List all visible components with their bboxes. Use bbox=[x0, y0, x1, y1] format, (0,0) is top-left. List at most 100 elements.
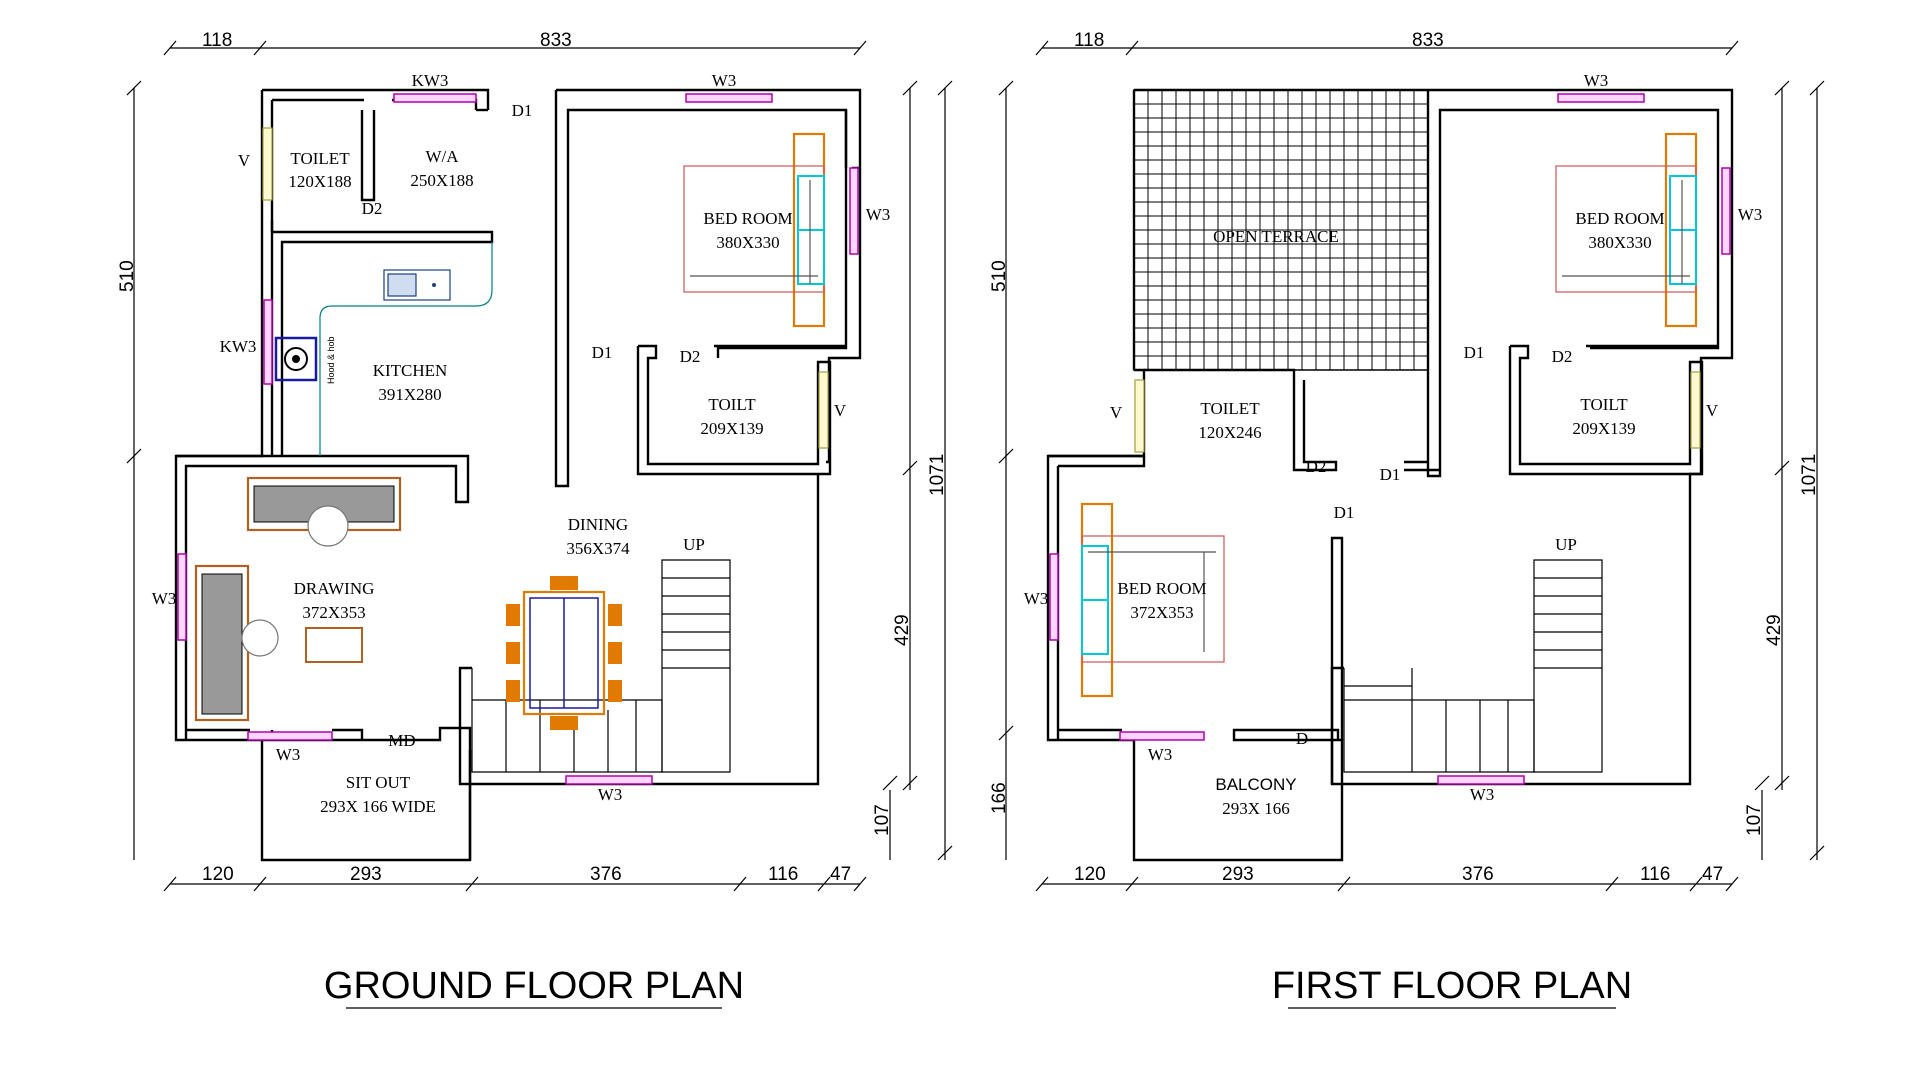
ff-room-bedroom-size: 380X330 bbox=[1588, 233, 1651, 252]
ff-tag-d1-terr: D1 bbox=[1380, 465, 1401, 484]
gf-hob-icon bbox=[274, 336, 318, 382]
gf-tag-d1-mid: D1 bbox=[592, 343, 613, 362]
gf-tag-up: UP bbox=[683, 535, 705, 554]
ff-window-w3-bottom-right bbox=[1437, 775, 1525, 785]
ff-tag-d-balcony: D bbox=[1296, 729, 1308, 748]
ff-tag-w3-left: W3 bbox=[1024, 589, 1049, 608]
ff-vent-right bbox=[1690, 371, 1701, 449]
gf-dim-bottom-376: 376 bbox=[590, 864, 622, 885]
ff-window-w3-left bbox=[1049, 553, 1059, 641]
gf-room-kitchen: KITCHEN bbox=[373, 361, 448, 380]
ff-tag-d2-right: D2 bbox=[1552, 347, 1573, 366]
gf-tag-hood: Hood & hob bbox=[326, 336, 336, 384]
gf-room-drawing: DRAWING bbox=[294, 579, 375, 598]
gf-room-bedroom: BED ROOM bbox=[703, 209, 792, 228]
ff-window-w3-top bbox=[1557, 93, 1645, 103]
ff-tag-d1-mid: D1 bbox=[1334, 503, 1355, 522]
gf-dim-right-429: 429 bbox=[892, 614, 913, 646]
gf-tag-w3-bottom-left: W3 bbox=[276, 745, 301, 764]
gf-sofa-icon bbox=[194, 476, 402, 722]
ff-tag-w3-top: W3 bbox=[1584, 71, 1609, 90]
gf-dim-bottom-293: 293 bbox=[350, 864, 382, 885]
ff-tag-w3-bottom-left: W3 bbox=[1148, 745, 1173, 764]
gf-vent-left bbox=[262, 127, 273, 201]
first-floor-plan: 118 833 120 293 376 116 47 510 166 1071 … bbox=[989, 30, 1825, 1009]
ff-room-bedroom: BED ROOM bbox=[1575, 209, 1664, 228]
ff-dim-right-107: 107 bbox=[1744, 804, 1765, 836]
gf-room-toilt-size: 209X139 bbox=[700, 419, 763, 438]
ff-vent-left bbox=[1134, 379, 1145, 453]
gf-tag-kw3-left: KW3 bbox=[220, 337, 257, 356]
gf-tag-v-right: V bbox=[834, 401, 847, 420]
ff-dim-bottom-47: 47 bbox=[1702, 864, 1723, 885]
ff-tag-w3-right: W3 bbox=[1738, 205, 1763, 224]
gf-room-bedroom-size: 380X330 bbox=[716, 233, 779, 252]
ff-room-balcony: BALCONY bbox=[1215, 775, 1296, 794]
ground-floor-plan: 118 833 120 293 376 116 47 510 1071 429 … bbox=[117, 30, 953, 1009]
gf-room-dining-size: 356X374 bbox=[566, 539, 630, 558]
gf-tag-kw3-top: KW3 bbox=[412, 71, 449, 90]
ff-dim-bottom-120: 120 bbox=[1074, 864, 1106, 885]
ff-dim-bottom-376: 376 bbox=[1462, 864, 1494, 885]
ff-room-bedroom2: BED ROOM bbox=[1117, 579, 1206, 598]
gf-room-sitout: SIT OUT bbox=[346, 773, 411, 792]
ff-room-toilet: TOILET bbox=[1200, 399, 1260, 418]
ff-plan-title: FIRST FLOOR PLAN bbox=[1272, 965, 1632, 1007]
ff-tag-v-left: V bbox=[1110, 403, 1123, 422]
gf-dim-right-107: 107 bbox=[872, 804, 893, 836]
gf-window-w3-right bbox=[849, 167, 859, 255]
ff-dim-right-1071: 1071 bbox=[1799, 454, 1820, 496]
ff-dim-left-510: 510 bbox=[989, 260, 1010, 292]
gf-room-kitchen-size: 391X280 bbox=[378, 385, 441, 404]
ff-tag-w3-bottom-right: W3 bbox=[1470, 785, 1495, 804]
gf-bedroom-bed-icon bbox=[683, 132, 826, 328]
ff-tag-v-right: V bbox=[1706, 401, 1719, 420]
gf-room-wa: W/A bbox=[425, 147, 459, 166]
gf-room-toilet: TOILET bbox=[290, 149, 350, 168]
gf-kitchen-sink-icon bbox=[383, 269, 451, 301]
gf-dim-bottom-120: 120 bbox=[202, 864, 234, 885]
gf-tag-w3-right: W3 bbox=[866, 205, 891, 224]
gf-room-toilt: TOILT bbox=[708, 395, 756, 414]
ff-room-toilt: TOILT bbox=[1580, 395, 1628, 414]
gf-dim-right-1071: 1071 bbox=[927, 454, 948, 496]
ff-dim-left-166: 166 bbox=[989, 782, 1010, 814]
gf-tag-v-left: V bbox=[238, 151, 251, 170]
gf-tag-w3-left: W3 bbox=[152, 589, 177, 608]
ff-bedroom2-bed-icon bbox=[1080, 502, 1225, 698]
gf-plan-title: GROUND FLOOR PLAN bbox=[324, 965, 744, 1007]
gf-tag-d2-wa: D2 bbox=[362, 199, 383, 218]
gf-room-wa-size: 250X188 bbox=[410, 171, 473, 190]
gf-room-toilet-size: 120X188 bbox=[288, 172, 351, 191]
gf-dim-top-833: 833 bbox=[540, 30, 572, 51]
gf-dim-bottom-47: 47 bbox=[830, 864, 851, 885]
ff-room-toilt-size: 209X139 bbox=[1572, 419, 1635, 438]
ff-dim-top-118: 118 bbox=[1074, 30, 1104, 51]
gf-window-kw3-top bbox=[393, 93, 477, 103]
gf-vent-right bbox=[818, 371, 829, 449]
gf-tag-md: MD bbox=[388, 731, 415, 750]
gf-tag-d2-mid: D2 bbox=[680, 347, 701, 366]
ff-tag-d2-toilet: D2 bbox=[1306, 457, 1327, 476]
ff-room-toilet-size: 120X246 bbox=[1198, 423, 1261, 442]
ff-terrace-tiles bbox=[1133, 89, 1429, 371]
ff-room-terrace: OPEN TERRACE bbox=[1213, 227, 1339, 246]
gf-tag-d1-top: D1 bbox=[512, 101, 533, 120]
ff-tag-d1-right: D1 bbox=[1464, 343, 1485, 362]
ff-dim-right-429: 429 bbox=[1764, 614, 1785, 646]
gf-dim-top-118: 118 bbox=[202, 30, 232, 51]
gf-room-dining: DINING bbox=[568, 515, 628, 534]
gf-window-w3-bottom-left bbox=[247, 731, 333, 741]
ff-bedroom-bed-icon bbox=[1555, 132, 1698, 328]
gf-window-kw3-left bbox=[263, 299, 273, 385]
gf-window-w3-left bbox=[177, 553, 187, 641]
ff-dim-bottom-116: 116 bbox=[1640, 864, 1670, 885]
ff-tag-up: UP bbox=[1555, 535, 1577, 554]
gf-window-w3-bottom-right bbox=[565, 775, 653, 785]
ff-room-bedroom2-size: 372X353 bbox=[1130, 603, 1193, 622]
gf-tag-w3-bottom-right: W3 bbox=[598, 785, 623, 804]
gf-room-sitout-size: 293X 166 WIDE bbox=[320, 797, 436, 816]
gf-window-w3-top bbox=[685, 93, 773, 103]
gf-room-drawing-size: 372X353 bbox=[302, 603, 365, 622]
